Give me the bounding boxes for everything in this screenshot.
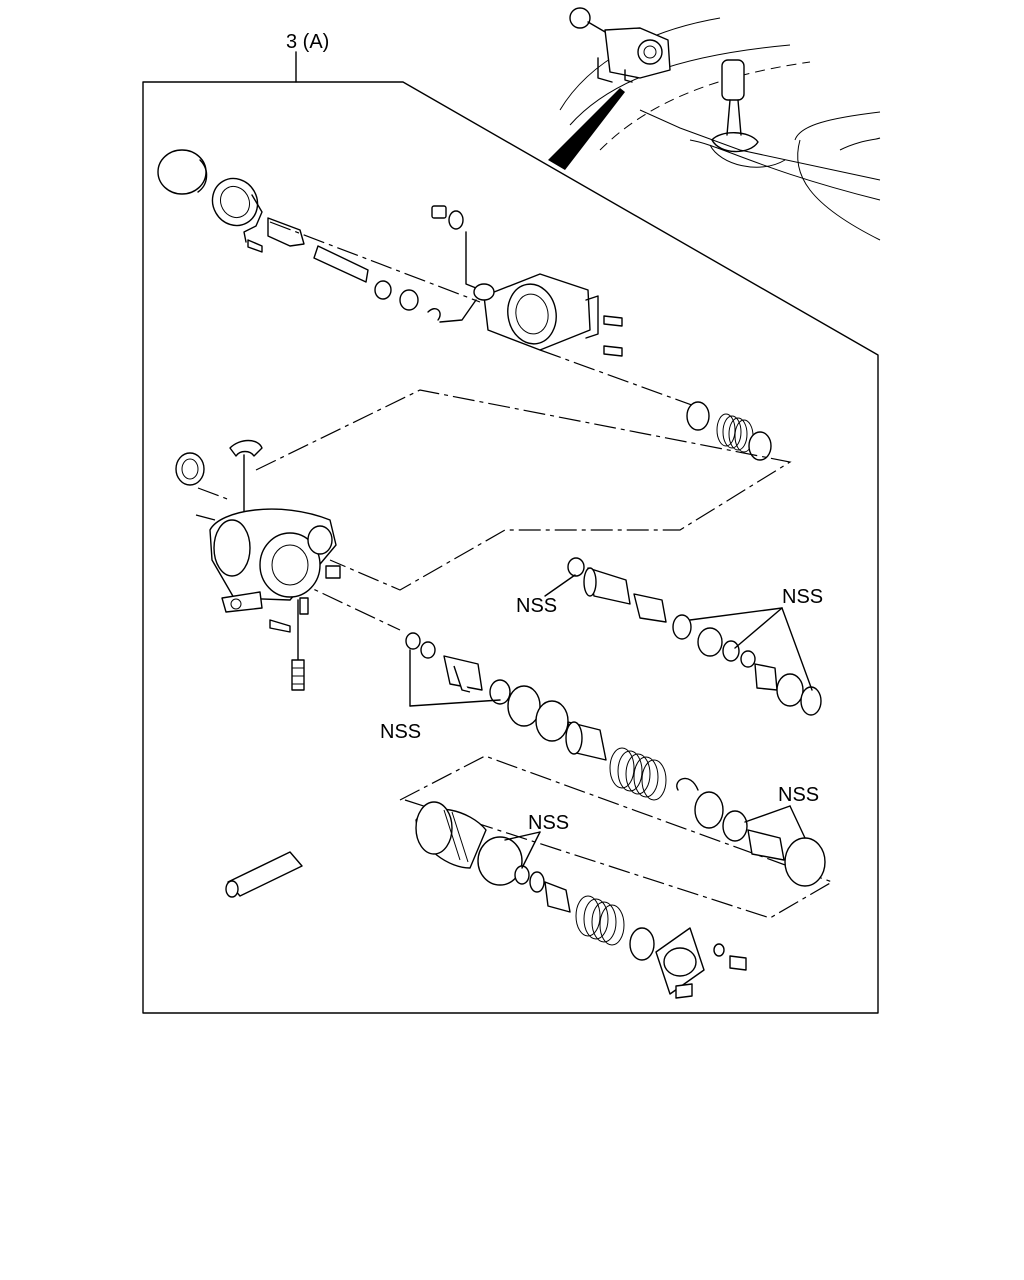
lower-parts bbox=[415, 801, 747, 999]
callout-label: 3 (A) bbox=[286, 31, 329, 53]
nss-label-left: NSS bbox=[380, 721, 421, 743]
lower-spring bbox=[575, 895, 625, 946]
nss-label-lower-mid: NSS bbox=[528, 812, 569, 834]
upper-valve-assembly bbox=[157, 149, 772, 461]
main-valve-body bbox=[175, 439, 341, 898]
nss-label-right: NSS bbox=[782, 586, 823, 608]
piston-parts bbox=[405, 632, 826, 887]
nss-label-spool: NSS bbox=[516, 595, 557, 617]
nss-label-lower-right: NSS bbox=[778, 784, 819, 806]
middle-spring bbox=[609, 747, 667, 801]
assembly-frame: 3 (A) bbox=[142, 31, 879, 1014]
nss-callouts: NSS NSS NSS NSS NSS bbox=[380, 574, 823, 869]
spool-parts bbox=[567, 557, 822, 716]
upper-spring bbox=[716, 413, 754, 453]
vehicle-context-sketch bbox=[548, 7, 881, 241]
